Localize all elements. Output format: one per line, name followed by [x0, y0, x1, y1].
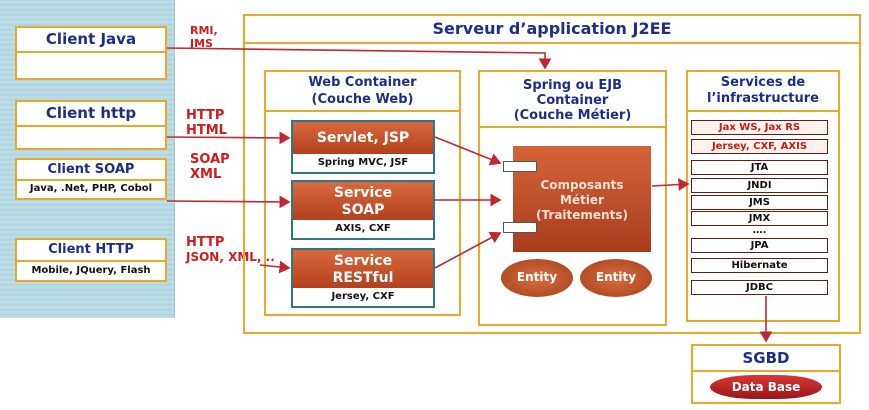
arrow-servlet-to-components [434, 136, 502, 166]
service-soap-component: Service SOAP [291, 180, 435, 220]
infra-item-jndi: JNDI [691, 178, 828, 193]
service-rest-line1: Service [333, 253, 393, 269]
client-soap-divider [17, 179, 165, 181]
infra-item-jmx: JMX [691, 211, 828, 226]
sgbd-divider [691, 370, 841, 372]
entity-2: Entity [580, 259, 652, 297]
arrow-rest-to-components [434, 231, 502, 269]
client-http2-sub: Mobile, JQuery, Flash [31, 265, 151, 276]
server-title: Serveur d’application J2EE [432, 19, 672, 38]
servlet-sub-label: Spring MVC, JSF [317, 157, 409, 168]
client-java-box: Client Java [15, 26, 167, 80]
protocol-rmi-line2: JMS [190, 37, 213, 50]
client-http-box: Client http [15, 100, 167, 150]
sgbd-title: SGBD [742, 349, 790, 367]
arrow-json-to-rest [259, 260, 291, 274]
business-components: Composants Métier (Traitements) [513, 146, 651, 252]
service-soap-line1: Service [333, 185, 393, 201]
component-port-bottom [503, 222, 537, 233]
client-soap-box: Client SOAP Java, .Net, PHP, Cobol [15, 158, 167, 200]
service-rest-component: Service RESTful [291, 248, 435, 288]
database-label: Data Base [731, 380, 801, 394]
web-container-title-line2: (Couche Web) [311, 92, 414, 107]
client-http2-title: Client HTTP [48, 242, 134, 257]
protocol-soap-line2: XML [190, 167, 222, 182]
infra-item-jpa: JPA [691, 238, 828, 253]
database-cylinder: Data Base [710, 375, 822, 399]
servlet-sub-box: Spring MVC, JSF [291, 154, 435, 174]
client-http-divider [17, 125, 165, 127]
infra-title-line1: Services de [720, 75, 806, 90]
infra-item-jms: JMS [691, 195, 828, 210]
rest-sub-box: Jersey, CXF [291, 288, 435, 308]
web-container-frame [264, 70, 461, 316]
protocol-json-line2: JSON, XML, .. [186, 250, 275, 264]
infra-item-jaxws: Jax WS, Jax RS [691, 120, 828, 135]
client-java-divider [17, 51, 165, 53]
component-port-top [503, 161, 537, 172]
server-title-box: Serveur d’application J2EE [243, 14, 861, 44]
protocol-rmi-line1: RMI, [190, 24, 218, 37]
protocol-http-line1: HTTP [186, 108, 225, 123]
client-http2-box: Client HTTP Mobile, JQuery, Flash [15, 238, 167, 282]
infra-item-jta: JTA [691, 160, 828, 175]
protocol-rmi-label: RMI, JMS [190, 24, 218, 50]
service-soap-line2: SOAP [341, 202, 385, 218]
protocol-json-line1: HTTP [186, 235, 225, 250]
arrow-java-to-business [166, 47, 552, 70]
protocol-http-html-label: HTTP HTML [186, 108, 227, 138]
service-rest-line2: RESTful [332, 270, 394, 286]
entity-1-label: Entity [516, 270, 558, 284]
business-title-line1: Spring ou EJB [523, 78, 622, 93]
business-container-title: Spring ou EJB Container (Couche Métier) [478, 78, 667, 123]
infrastructure-divider [686, 110, 840, 112]
protocol-soap-xml-label: SOAP XML [190, 152, 230, 182]
infra-title-line2: l’infrastructure [707, 91, 819, 106]
client-http-title: Client http [45, 104, 137, 122]
components-line2: Métier [560, 193, 604, 207]
business-container-frame [478, 70, 667, 326]
infra-item-more: …. [752, 225, 767, 236]
infra-item-jdbc: JDBC [691, 280, 828, 295]
web-container-title-line1: Web Container [308, 75, 417, 90]
infrastructure-frame [686, 70, 840, 322]
web-container-title: Web Container (Couche Web) [264, 74, 461, 108]
soap-sub-label: AXIS, CXF [335, 223, 391, 234]
infrastructure-title: Services de l’infrastructure [686, 75, 840, 107]
client-http2-divider [17, 260, 165, 262]
business-container-divider [478, 126, 667, 128]
arrow-soap-to-service [166, 195, 291, 209]
infra-item-hibernate: Hibernate [691, 258, 828, 273]
servlet-jsp-component: Servlet, JSP [291, 120, 435, 154]
business-title-line2: Container [536, 93, 609, 108]
protocol-soap-line1: SOAP [190, 152, 230, 167]
components-line1: Composants [540, 178, 624, 192]
entity-2-label: Entity [595, 270, 637, 284]
rest-sub-label: Jersey, CXF [331, 291, 395, 302]
components-line3: (Traitements) [536, 208, 628, 222]
client-soap-sub: Java, .Net, PHP, Cobol [29, 183, 153, 194]
soap-sub-box: AXIS, CXF [291, 220, 435, 240]
client-java-title: Client Java [45, 30, 137, 48]
protocol-http-line2: HTML [186, 123, 227, 138]
arrow-http-to-servlet [166, 131, 291, 145]
business-title-line3: (Couche Métier) [513, 108, 632, 123]
servlet-jsp-label: Servlet, JSP [316, 130, 410, 146]
entity-1: Entity [501, 259, 573, 297]
arrow-components-to-infra [651, 178, 690, 191]
web-container-divider [264, 110, 461, 112]
infra-item-jersey: Jersey, CXF, AXIS [691, 139, 828, 154]
client-soap-title: Client SOAP [47, 162, 135, 177]
protocol-http-json-label: HTTP JSON, XML, .. [186, 235, 275, 265]
